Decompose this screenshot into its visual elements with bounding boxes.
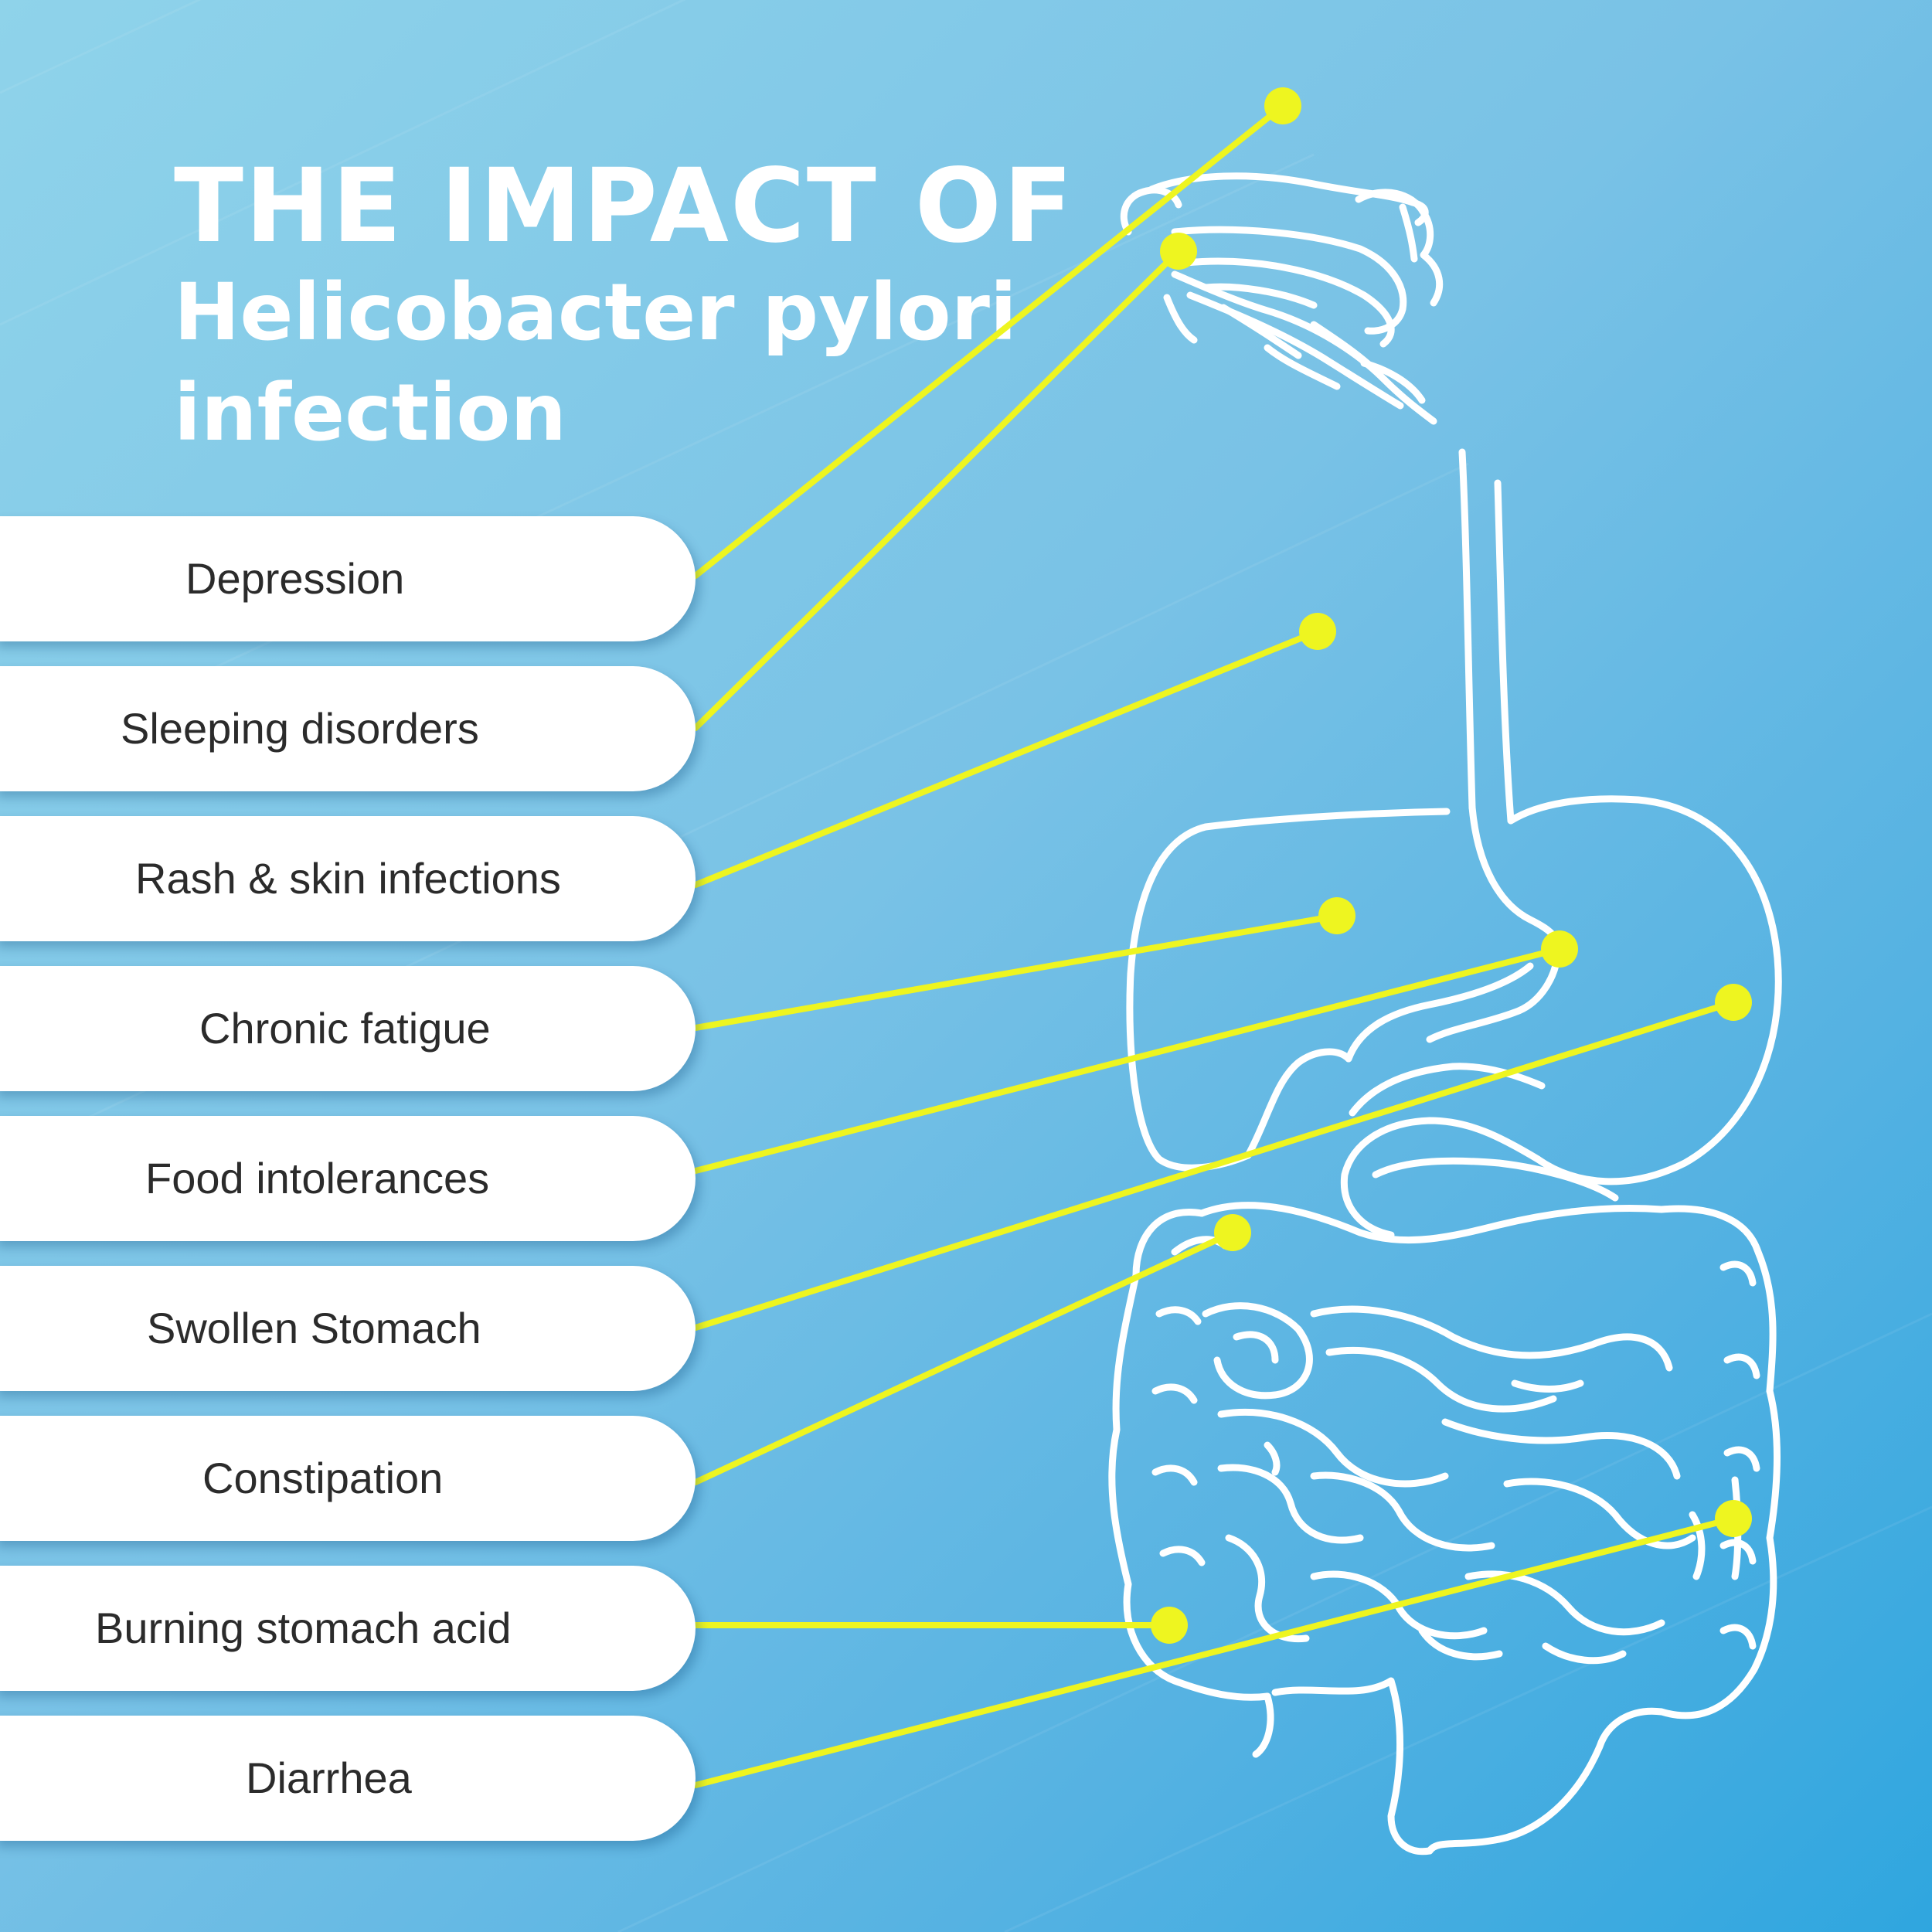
symptom-text: Swollen Stomach [147,1304,481,1352]
symptom-text: Food intolerances [145,1154,490,1202]
digestive-system-outline-icon [1108,448,1782,1855]
pointer-dot-burning-acid [1151,1607,1188,1644]
pointer-line-sleeping-disorders [692,248,1182,731]
pointer-lines [692,103,1736,1788]
symptom-label-sleeping-disorders: Sleeping disorders [0,666,696,791]
title-line-2: Helicobacter pylori [174,267,1017,359]
pointer-dot-food-intolerances [1541,930,1578,968]
symptom-label-diarrhea: Diarrhea [0,1716,696,1841]
pointer-dot-diarrhea [1715,1500,1752,1537]
symptom-text: Constipation [202,1454,444,1502]
pointer-dot-depression [1264,87,1301,124]
symptom-text: Rash & skin infections [135,854,561,903]
pointer-line-rash [692,628,1321,888]
pointer-dot-constipation [1214,1214,1251,1251]
pointer-line-swollen-stomach [692,999,1736,1331]
brain-outline-icon [1120,172,1444,425]
pointer-line-chronic-fatigue [692,913,1340,1031]
pointer-line-diarrhea [692,1515,1736,1788]
symptom-text: Depression [185,554,405,603]
symptom-label-burning-acid: Burning stomach acid [0,1566,696,1691]
symptom-text: Chronic fatigue [199,1004,491,1053]
pointer-dot-swollen-stomach [1715,984,1752,1021]
symptom-text: Burning stomach acid [95,1604,512,1652]
pointer-dots [1151,87,1752,1644]
pointer-dot-rash [1299,613,1336,650]
title-line-1: THE IMPACT OF [174,147,1075,266]
symptom-text: Diarrhea [246,1753,412,1802]
pointer-line-depression [692,103,1286,579]
pointer-line-food-intolerances [692,946,1563,1174]
symptom-label-constipation: Constipation [0,1416,696,1541]
pointer-dot-sleeping-disorders [1160,233,1197,270]
symptom-label-swollen-stomach: Swollen Stomach [0,1266,696,1391]
symptom-label-rash: Rash & skin infections [0,816,696,941]
pointer-line-constipation [692,1230,1236,1485]
symptom-text: Sleeping disorders [121,704,479,753]
symptom-label-chronic-fatigue: Chronic fatigue [0,966,696,1091]
pointer-dot-chronic-fatigue [1318,897,1355,934]
symptom-label-depression: Depression [0,516,696,641]
title-line-3: infection [174,367,567,459]
symptom-label-food-intolerances: Food intolerances [0,1116,696,1241]
